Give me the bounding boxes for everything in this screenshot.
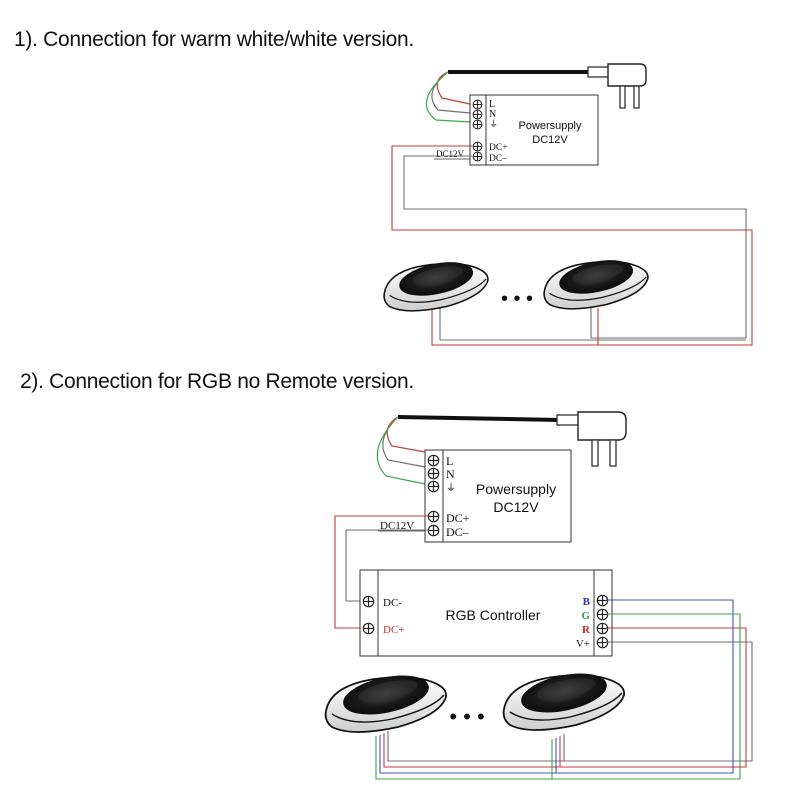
section2-term-dcminus: DC– xyxy=(446,525,470,539)
section2-mains-cable xyxy=(376,414,580,485)
section2-term-L: L xyxy=(446,454,453,468)
section2-lamp-left xyxy=(324,668,448,733)
controller-input-dcminus: DC- xyxy=(383,597,402,609)
section1-wire-negative xyxy=(403,155,747,339)
controller-output-v: V+ xyxy=(576,638,590,650)
section2-output-wires xyxy=(375,599,753,780)
section1-lamp-left xyxy=(383,256,489,312)
section2-heading: 2). Connection for RGB no Remote version… xyxy=(20,370,414,393)
section2-term-dcplus: DC+ xyxy=(446,511,470,525)
section1-dc-label: DC12V xyxy=(436,149,465,159)
section2-lamp-right xyxy=(502,666,626,731)
section1-psu-box xyxy=(469,94,599,166)
section2-psu-box xyxy=(424,449,572,543)
section2-dc-label: DC12V xyxy=(380,520,414,532)
section1-diagram: L N ⏚ DC+ DC– Powersupply DC12V DC12V • … xyxy=(383,63,753,346)
section1-psu-label-2: DC12V xyxy=(532,134,568,146)
section2-wire-psu-positive xyxy=(334,515,429,629)
controller-input-dcplus: DC+ xyxy=(383,624,404,636)
section1-term-ground: ⏚ xyxy=(489,119,498,129)
section1-heading: 1). Connection for warm white/white vers… xyxy=(14,28,414,51)
section2-ellipsis: • • • xyxy=(449,704,484,729)
section1-lamp-right xyxy=(543,254,649,310)
controller-title: RGB Controller xyxy=(446,607,541,623)
section2-plug xyxy=(577,411,627,467)
section2-term-ground: ⏚ xyxy=(446,482,456,494)
section1-term-L: L xyxy=(489,99,495,110)
section2-diagram: L N ⏚ DC+ DC– Powersupply DC12V DC12V DC… xyxy=(324,411,753,780)
section1-term-dcplus: DC+ xyxy=(489,143,508,153)
section2-term-N: N xyxy=(446,467,455,481)
section1-wire-positive xyxy=(391,145,753,346)
section1-ellipsis: • • • xyxy=(501,288,533,310)
section2-wire-psu-negative xyxy=(345,529,429,602)
section1-term-dcminus: DC– xyxy=(489,154,507,164)
controller-output-r: R xyxy=(582,624,591,636)
controller-output-g: G xyxy=(581,610,590,622)
section1-psu-label-1: Powersupply xyxy=(519,120,582,132)
section1-plug xyxy=(607,63,647,109)
section2-psu-label-2: DC12V xyxy=(493,499,539,515)
section2-psu-label-1: Powersupply xyxy=(476,481,556,497)
controller-output-b: B xyxy=(583,596,591,608)
section1-term-N: N xyxy=(489,109,496,120)
